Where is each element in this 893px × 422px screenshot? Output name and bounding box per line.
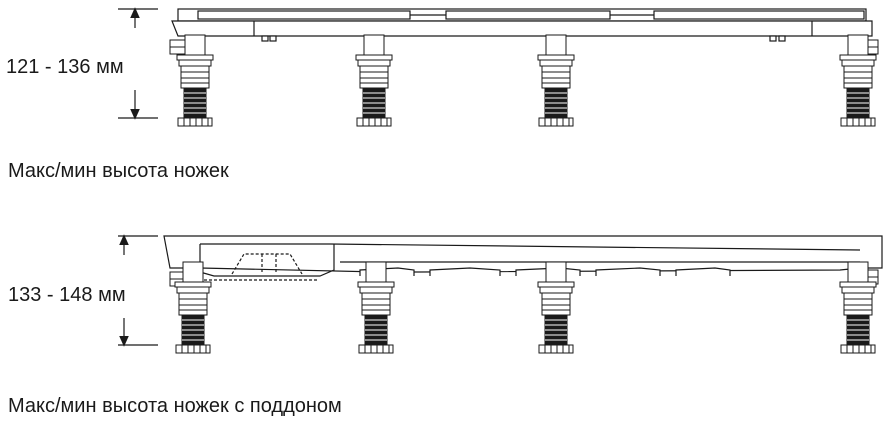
bottom-dimension-label: 133 - 148 мм <box>8 284 126 306</box>
shower-tray <box>163 235 883 281</box>
top-dimension-marker <box>118 7 158 120</box>
bottom-foot-4 <box>839 261 879 354</box>
top-foot-4 <box>839 34 879 127</box>
top-foot-2 <box>355 34 393 127</box>
bottom-foot-1 <box>169 261 212 354</box>
top-foot-1 <box>169 34 214 127</box>
top-caption: Макс/мин высота ножек <box>8 160 229 182</box>
bottom-dimension-marker <box>118 234 158 347</box>
bottom-caption: Макс/мин высота ножек с поддоном <box>8 395 342 417</box>
top-frame <box>171 8 873 42</box>
top-foot-3 <box>537 34 575 127</box>
top-dimension-label: 121 - 136 мм <box>6 56 124 78</box>
